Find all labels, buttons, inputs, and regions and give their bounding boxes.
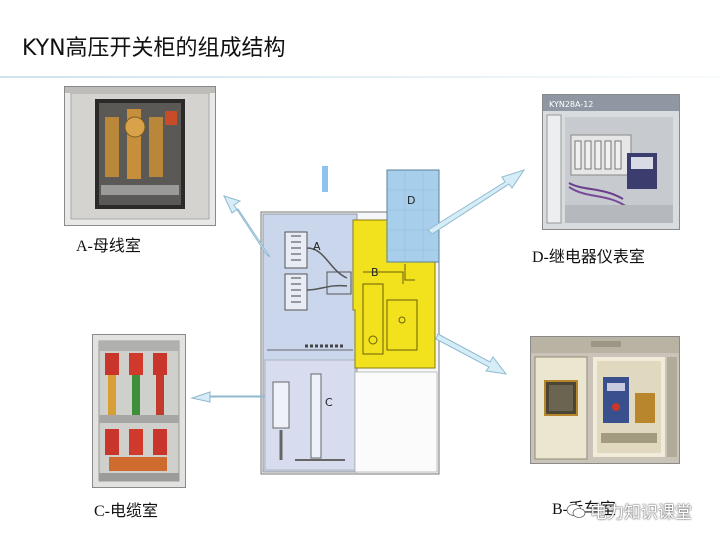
watermark: 电力知识课堂: [566, 498, 692, 524]
relay-room-caption: D-继电器仪表室: [532, 249, 645, 266]
compartment-d-label: D: [407, 194, 415, 207]
arrow-to-relay: [427, 169, 526, 235]
switchgear-diagram: A B C D: [255, 160, 445, 485]
handcart-room-photo: [530, 336, 680, 464]
relay-room-photo: KYN28A-12: [542, 94, 680, 230]
title-divider: [0, 76, 720, 78]
cable-room-photo: [92, 334, 186, 488]
relay-photo-label: KYN28A-12: [549, 100, 593, 109]
compartment-b-label: B: [371, 266, 379, 279]
compartment-c-label: C: [325, 396, 333, 409]
cable-room-caption: C-电缆室: [94, 503, 159, 520]
slide-title: KYN高压开关柜的组成结构: [22, 36, 286, 61]
watermark-text: 电力知识课堂: [590, 503, 692, 523]
busbar-room-photo: [64, 86, 216, 226]
arrow-to-busbar: [223, 195, 271, 258]
compartment-a-label: A: [313, 240, 321, 253]
busbar-room-caption: A-母线室: [76, 238, 141, 255]
arrow-to-cable: [190, 391, 265, 403]
arrow-to-handcart: [435, 333, 508, 375]
wechat-icon: [566, 503, 586, 524]
